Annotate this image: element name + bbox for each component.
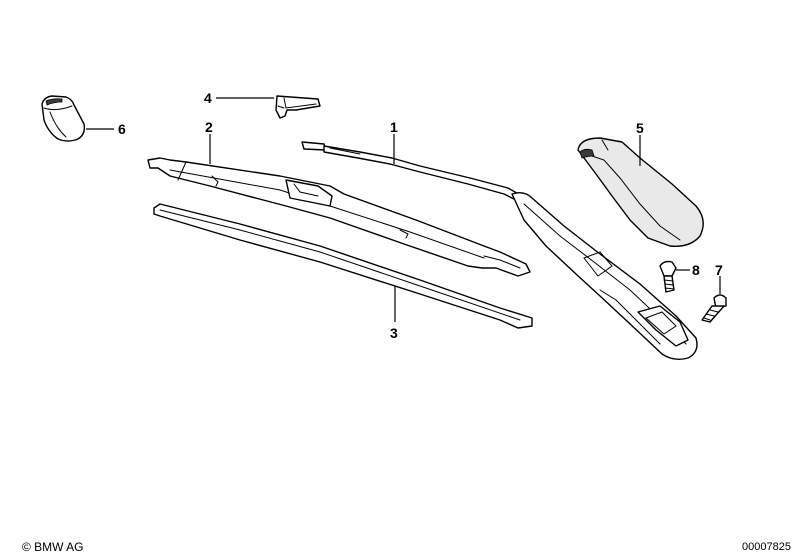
leader-lines bbox=[86, 97, 721, 322]
part-4-clip[interactable] bbox=[275, 95, 321, 119]
callout-4: 4 bbox=[204, 90, 212, 106]
callout-3: 3 bbox=[390, 325, 398, 341]
callout-5: 5 bbox=[636, 120, 644, 136]
part-8-screw[interactable] bbox=[659, 260, 677, 293]
part-7-bolt[interactable] bbox=[701, 294, 727, 323]
part-3-blade-rubber[interactable] bbox=[153, 203, 533, 329]
part-5-cover[interactable] bbox=[577, 137, 704, 247]
callout-6: 6 bbox=[118, 121, 126, 137]
callout-2: 2 bbox=[205, 119, 213, 135]
copyright-text: © BMW AG bbox=[22, 540, 84, 554]
drawing-number: 00007825 bbox=[742, 541, 791, 553]
callout-8: 8 bbox=[692, 262, 700, 278]
callout-1: 1 bbox=[390, 119, 398, 135]
part-2-blade-frame[interactable] bbox=[147, 157, 531, 277]
part-1-wiper-arm[interactable] bbox=[511, 191, 698, 361]
part-6-cap[interactable] bbox=[41, 95, 86, 142]
callout-7: 7 bbox=[715, 262, 723, 278]
